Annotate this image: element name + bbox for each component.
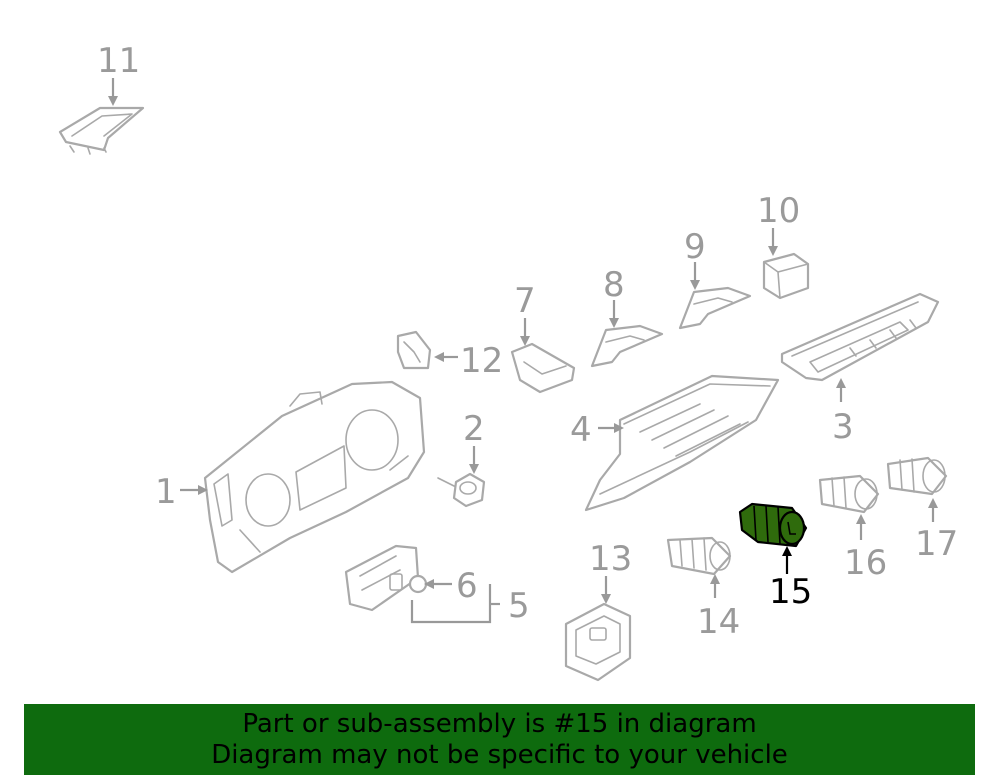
part-3-switch-panel[interactable] <box>780 292 940 382</box>
callout-3: 3 <box>832 407 854 447</box>
arrowhead-16 <box>856 514 866 524</box>
arrowhead-15 <box>782 546 792 556</box>
arrowhead-13 <box>601 594 611 604</box>
callout-5: 5 <box>508 586 530 626</box>
banner-line-1: Part or sub-assembly is #15 in diagram <box>242 709 757 739</box>
banner-line-2: Diagram may not be specific to your vehi… <box>211 740 788 770</box>
arrowhead-14 <box>710 574 720 584</box>
arrowhead-1 <box>198 485 208 495</box>
arrowhead-12 <box>434 352 444 362</box>
part-11-bezel[interactable] <box>58 106 145 155</box>
part-14-knob[interactable] <box>666 536 732 576</box>
callout-9: 9 <box>684 227 706 267</box>
callout-2: 2 <box>463 409 485 449</box>
arrowhead-2 <box>469 464 479 474</box>
info-banner: Part or sub-assembly is #15 in diagram D… <box>24 704 975 775</box>
arrowhead-11 <box>108 96 118 106</box>
callout-15: 15 <box>769 572 812 612</box>
part-12-clip[interactable] <box>396 330 432 370</box>
arrowhead-7 <box>520 336 530 346</box>
arrowhead-6 <box>424 579 434 589</box>
callout-12: 12 <box>460 341 503 381</box>
arrowhead-10 <box>768 246 778 256</box>
arrowhead-3 <box>836 378 846 388</box>
arrowhead-9 <box>690 280 700 290</box>
parts-diagram: 11 1 2 12 7 8 <box>58 41 958 682</box>
part-17-knob[interactable] <box>886 456 948 496</box>
part-7-bracket[interactable] <box>510 342 576 394</box>
callout-6: 6 <box>456 566 478 606</box>
callout-1: 1 <box>155 472 177 512</box>
part-5-switch-assembly[interactable] <box>344 544 420 612</box>
part-16-knob[interactable] <box>818 474 880 514</box>
part-2-screw[interactable] <box>437 472 486 508</box>
callout-4: 4 <box>570 410 592 450</box>
part-8-bracket[interactable] <box>590 324 664 368</box>
part-13-control-module[interactable] <box>564 602 632 682</box>
arrowhead-4 <box>614 423 624 433</box>
callout-7: 7 <box>514 281 536 321</box>
arrowhead-17 <box>928 498 938 508</box>
callout-8: 8 <box>603 265 625 305</box>
callout-11: 11 <box>97 41 140 81</box>
part-6-knob[interactable] <box>408 574 428 594</box>
part-1-instrument-cluster[interactable] <box>203 380 426 574</box>
callout-17: 17 <box>915 524 958 564</box>
callout-10: 10 <box>757 191 800 231</box>
part-10-module[interactable] <box>762 252 810 300</box>
arrowhead-8 <box>609 318 619 328</box>
part-4-panel[interactable] <box>584 374 780 512</box>
part-9-bracket[interactable] <box>678 286 752 330</box>
callout-14: 14 <box>697 602 740 642</box>
callout-16: 16 <box>844 543 887 583</box>
part-15-knob-highlighted[interactable] <box>738 502 808 548</box>
callout-13: 13 <box>589 539 632 579</box>
